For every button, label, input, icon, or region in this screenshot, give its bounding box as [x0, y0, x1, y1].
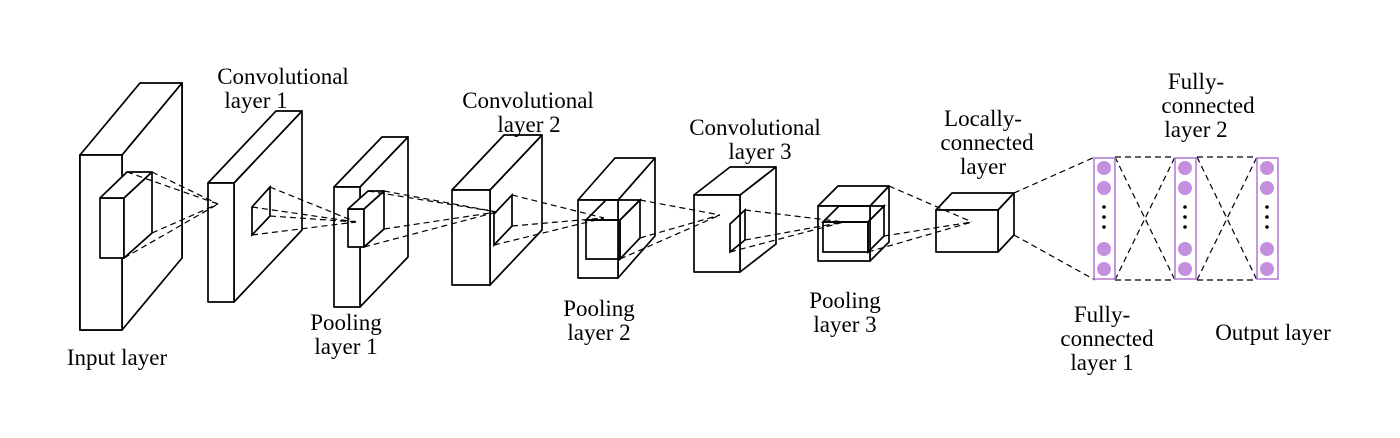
fc2-label-line2: connected — [1161, 93, 1255, 118]
output-layer-label: Output layer — [1215, 320, 1331, 345]
fc1-column — [1093, 157, 1116, 280]
fc2-label-line3: layer 2 — [1164, 117, 1227, 142]
pool3-block — [817, 185, 890, 262]
pool2-label-line2: layer 2 — [567, 320, 630, 345]
locally-connected-block — [935, 192, 1015, 253]
pool2-label-line1: Pooling — [563, 296, 635, 321]
pool1-block — [333, 136, 409, 308]
connection-lines — [123, 156, 1258, 281]
conv1-label-line2: layer 1 — [224, 88, 287, 113]
conv1-block — [207, 110, 303, 303]
fc1-label-line2: connected — [1060, 326, 1154, 351]
conv1-label-line1: Convolutional — [217, 64, 349, 89]
local-label-line3: layer — [960, 154, 1006, 179]
pool1-label-line2: layer 1 — [314, 334, 377, 359]
conv3-label-line2: layer 3 — [728, 139, 791, 164]
fc2-column — [1174, 157, 1197, 280]
pool1-label-line1: Pooling — [310, 310, 382, 335]
pool2-block — [577, 157, 656, 279]
conv2-label-line2: layer 2 — [497, 112, 560, 137]
conv2-block — [451, 134, 543, 286]
local-label-line1: Locally- — [944, 106, 1022, 131]
output-column — [1256, 157, 1279, 280]
fc1-label-line1: Fully- — [1074, 302, 1130, 327]
input-layer-label: Input layer — [67, 345, 168, 370]
local-label-line2: connected — [940, 130, 1034, 155]
fc1-label-line3: layer 1 — [1070, 350, 1133, 375]
conv3-label-line1: Convolutional — [689, 115, 821, 140]
fc2-label-line1: Fully- — [1168, 69, 1224, 94]
conv3-block — [693, 166, 777, 273]
pool3-label-line2: layer 3 — [813, 312, 876, 337]
pool3-label-line1: Pooling — [809, 288, 881, 313]
conv2-label-line1: Convolutional — [462, 88, 594, 113]
